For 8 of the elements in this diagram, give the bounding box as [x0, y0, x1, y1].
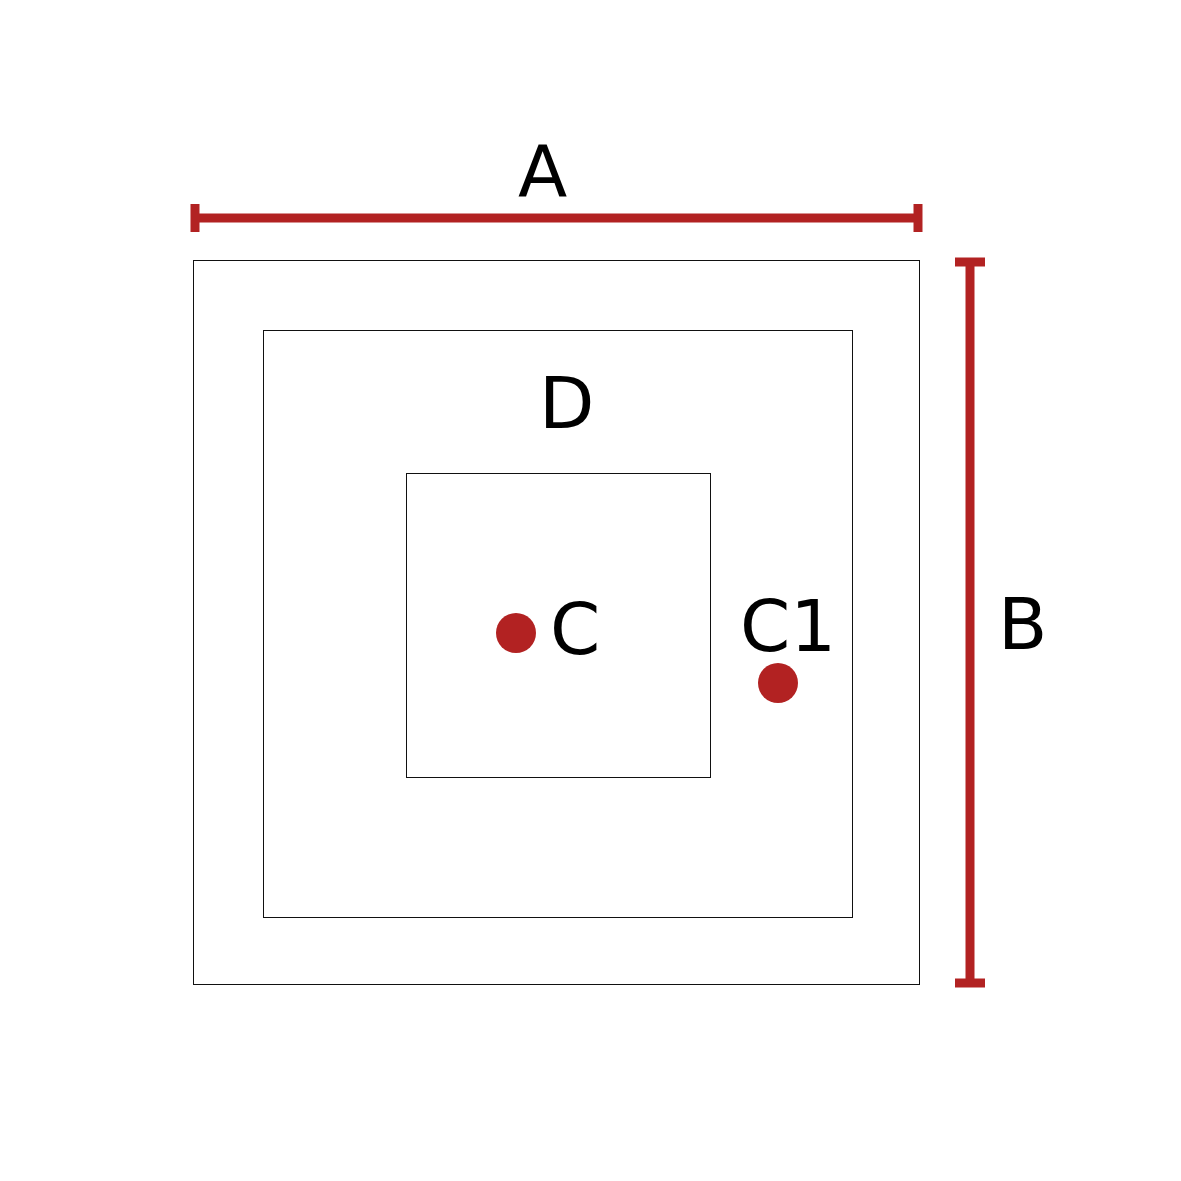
square-outline [263, 330, 853, 918]
dimension-label: B [998, 588, 1048, 660]
dimension-label: A [518, 135, 568, 207]
square-outline [193, 260, 920, 985]
region-label: D [539, 367, 595, 439]
square-outline [406, 473, 711, 778]
point-label: C [550, 593, 601, 665]
point-label: C1 [740, 590, 837, 662]
